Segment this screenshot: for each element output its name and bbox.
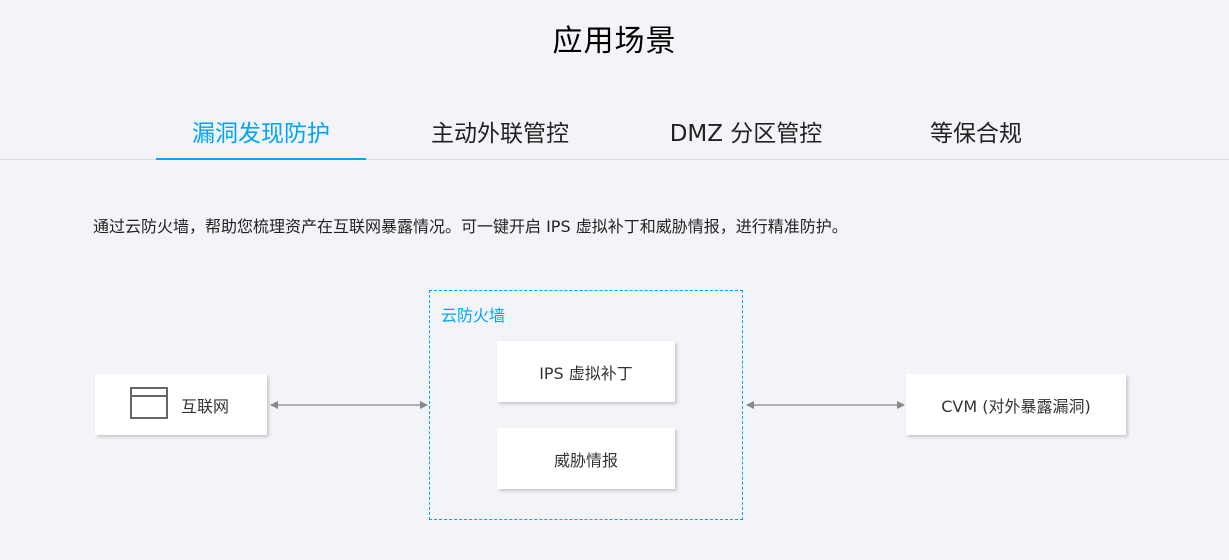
tab-outbound-control[interactable]: 主动外联管控 (431, 121, 569, 147)
threat-intel-node: 威胁情报 (497, 428, 675, 489)
scenario-description: 通过云防火墙，帮助您梳理资产在互联网暴露情况。可一键开启 IPS 虚拟补丁和威胁… (93, 217, 848, 236)
cloud-firewall-label: 云防火墙 (441, 306, 506, 325)
cvm-node: CVM (对外暴露漏洞) (906, 374, 1126, 435)
cloud-firewall-group (429, 290, 743, 520)
tab-compliance[interactable]: 等保合规 (930, 121, 1022, 147)
browser-window-icon (130, 387, 168, 419)
internet-node: 互联网 (95, 374, 267, 435)
tab-vulnerability-protection[interactable]: 漏洞发现防护 (156, 114, 366, 160)
page-title: 应用场景 (552, 24, 677, 59)
internet-label: 互联网 (180, 396, 229, 416)
ips-virtual-patch-node: IPS 虚拟补丁 (497, 341, 675, 402)
cvm-label: CVM (对外暴露漏洞) (941, 396, 1091, 416)
tab-dmz-control[interactable]: DMZ 分区管控 (669, 121, 823, 147)
ips-label: IPS 虚拟补丁 (539, 363, 633, 383)
scenario-tabs: 漏洞发现防护 主动外联管控 DMZ 分区管控 等保合规 (0, 100, 1229, 160)
threat-intel-label: 威胁情报 (553, 450, 618, 470)
